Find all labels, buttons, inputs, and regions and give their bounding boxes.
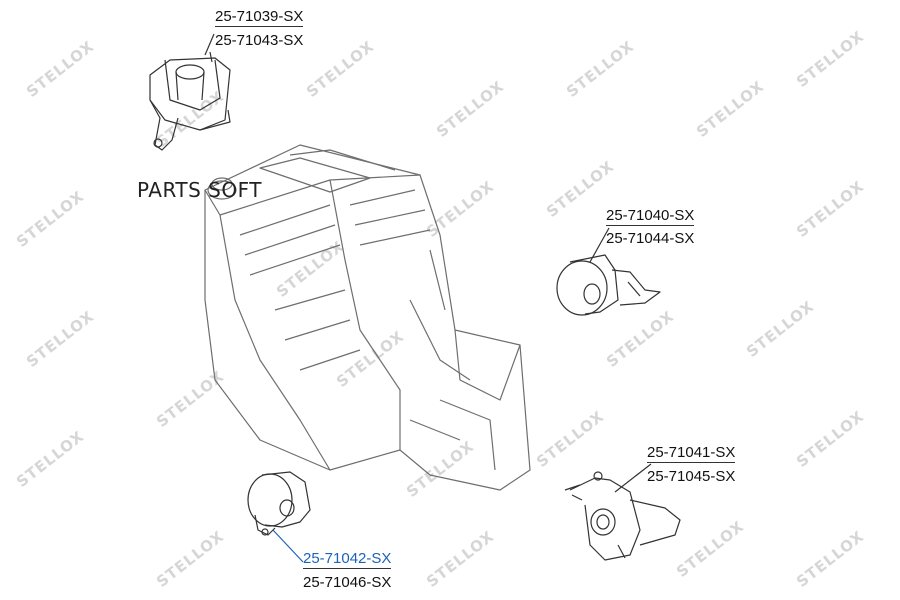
top-mount-illustration — [149, 51, 231, 151]
part-number-label[interactable]: 25-71041-SX — [647, 444, 736, 463]
leader-line-lower-right — [614, 463, 652, 493]
right-mount-illustration — [556, 254, 661, 316]
part-number-label[interactable]: 25-71044-SX — [606, 230, 695, 247]
brand-text: PARTS SOFT — [137, 178, 262, 202]
part-number-label[interactable]: 25-71046-SX — [303, 574, 392, 591]
leader-line-right — [589, 227, 610, 263]
leader-line-top — [204, 33, 215, 56]
part-number-label-highlighted[interactable]: 25-71042-SX — [303, 550, 392, 569]
front-mount-illustration — [247, 471, 311, 536]
part-number-label[interactable]: 25-71040-SX — [606, 207, 695, 226]
engine-block — [204, 144, 531, 491]
lower-right-mount-illustration — [564, 471, 681, 561]
part-number-label[interactable]: 25-71043-SX — [215, 32, 304, 49]
part-number-label[interactable]: 25-71045-SX — [647, 468, 736, 485]
part-number-label[interactable]: 25-71039-SX — [215, 8, 304, 27]
leader-line-front — [272, 529, 304, 563]
